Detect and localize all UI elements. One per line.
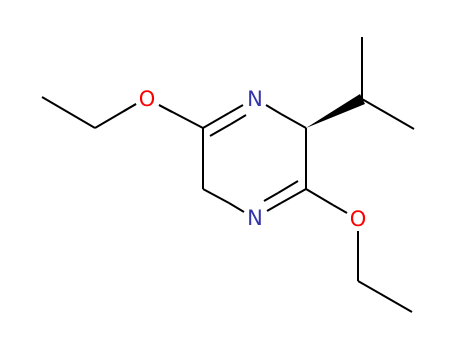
bond-ch-ch3-right [361, 98, 415, 130]
bond-ch2-o-left-red [123, 103, 137, 112]
bond-n-ch2 [202, 188, 230, 204]
bond-c-n-bottom-blue [266, 202, 282, 212]
bond-c-n-bottom-inner-blue [263, 192, 279, 202]
bond-c-n-top-double-blue [228, 104, 244, 114]
bond-c-n-bottom-inner [277, 180, 299, 194]
bond-o-c-left-red [158, 104, 173, 113]
bond-n-c-top-right [280, 113, 307, 129]
bond-c-n-top-double-inner [209, 123, 232, 137]
stereo-wedge-bond [306, 94, 365, 128]
bond-n-c-top-right-blue [265, 104, 282, 115]
bond-c-o-bottom-red [332, 204, 348, 214]
atom-o-left: O [139, 87, 156, 111]
bond-c-n-bottom [280, 188, 307, 204]
bond-ch2-ch3-bottom [357, 280, 413, 313]
bond-ethyl-ch3-ch2-left [41, 96, 96, 129]
atom-n-top: N [247, 87, 263, 111]
bond-c-n-top-double-inner-blue [230, 114, 247, 125]
bond-n-ch2-blue [228, 202, 245, 213]
atom-n-bottom: N [247, 206, 263, 230]
bond-c-o-bottom [305, 188, 334, 206]
atom-o-bottom: O [350, 207, 367, 231]
bond-c-n-top-double [202, 112, 230, 129]
